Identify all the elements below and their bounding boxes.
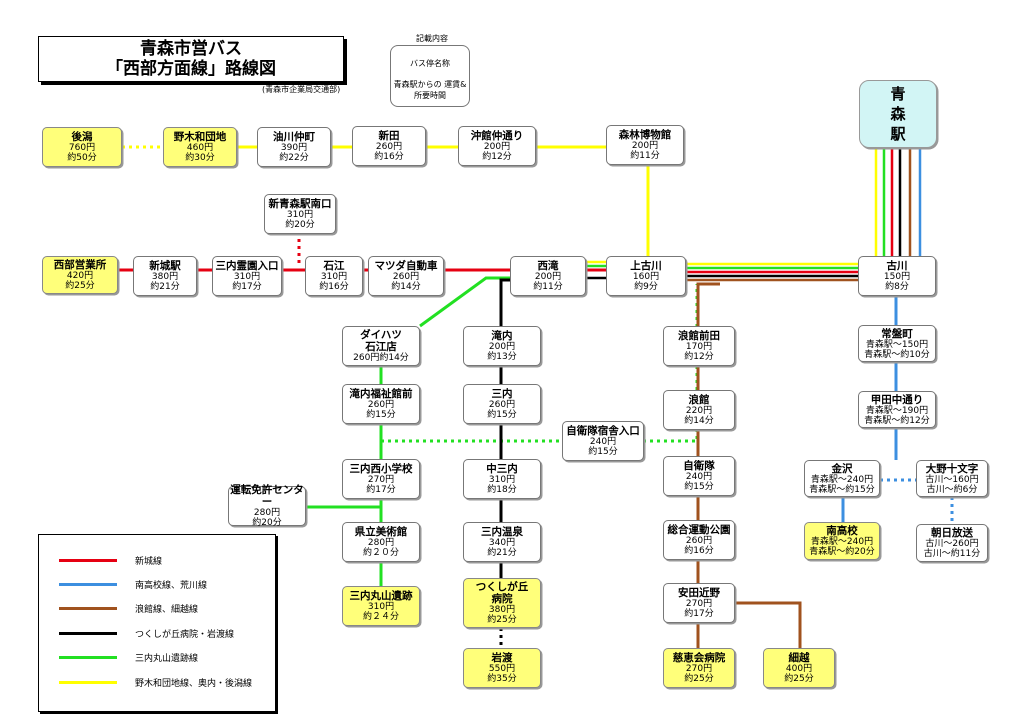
stop-ushirogata[interactable]: 後潟 760円 約50分: [42, 127, 122, 167]
stop-nogiwa-danchi[interactable]: 野木和団地 460円 約30分: [163, 127, 237, 167]
stop-minami-koko[interactable]: 南高校 青森駅～240円 青森駅～約20分: [804, 522, 880, 560]
notation-stop-name: バス停名称: [410, 59, 450, 68]
stop-shinjo[interactable]: 新城駅 380円 約21分: [133, 256, 197, 296]
stop-sannai-nishi[interactable]: 三内西小学校 270円 約17分: [342, 459, 420, 499]
publisher: (青森市企業局交通部): [262, 85, 341, 94]
stop-ishie[interactable]: 石江 310円 約16分: [305, 256, 363, 296]
legend-item: つくしが丘病院・岩渡線: [39, 626, 275, 640]
notation-heading: 記載内容: [416, 34, 448, 43]
stop-kanazawa[interactable]: 金沢 青森駅～240円 青森駅～約15分: [804, 460, 880, 497]
notation-box: バス停名称 青森駅からの 運賃&所要時間: [390, 45, 470, 107]
route-legend: 新城線 南高校線、荒川線 浪館線、細越線 つくしが丘病院・岩渡線 三内丸山遺跡線…: [38, 534, 276, 712]
stop-iwatari[interactable]: 岩渡 550円 約35分: [463, 648, 541, 688]
brown-route-line: [736, 601, 802, 648]
stop-kenritsu-bijutsukan[interactable]: 県立美術館 280円 約２０分: [342, 522, 420, 562]
map-title: 青森市営バス 「西部方面線」路線図: [38, 36, 344, 82]
stop-daihatsu[interactable]: ダイハツ 石江店 260円約14分: [342, 326, 420, 366]
stop-nakasannai[interactable]: 中三内 310円 約18分: [463, 459, 541, 499]
legend-swatch-yellow: [59, 681, 117, 684]
legend-swatch-green: [59, 656, 117, 659]
legend-item: 三内丸山遺跡線: [39, 650, 275, 664]
stop-takiuchi[interactable]: 滝内 200円 約13分: [463, 326, 541, 366]
stop-nishitaki[interactable]: 西滝 200円 約11分: [510, 256, 586, 296]
stop-sannai-maruyama[interactable]: 三内丸山遺跡 310円 約２４分: [342, 586, 420, 626]
stop-namidate[interactable]: 浪館 220円 約14分: [663, 390, 735, 430]
stop-yasuta-chikano[interactable]: 安田近野 270円 約17分: [663, 583, 735, 623]
legend-item: 新城線: [39, 553, 275, 567]
stop-kamifurukawa[interactable]: 上古川 160円 約9分: [606, 256, 686, 296]
stop-aburakawa[interactable]: 油川仲町 390円 約22分: [257, 127, 331, 167]
stop-jikeikai-byoin[interactable]: 慈恵会病院 270円 約25分: [663, 648, 735, 688]
stop-mazda[interactable]: マツダ自動車 260円 約14分: [368, 256, 444, 296]
legend-swatch-blue: [59, 583, 117, 586]
stop-furukawa[interactable]: 古川 150円 約8分: [858, 256, 936, 296]
stop-ono-jumonji[interactable]: 大野十文字 古川～160円 古川～約6分: [916, 460, 988, 497]
stop-sogo-undo-koen[interactable]: 総合運動公園 260円 約16分: [663, 520, 735, 560]
stop-takiuchi-fukushi[interactable]: 滝内福祉館前 260円 約15分: [342, 384, 420, 424]
stop-seibu-eigyosho[interactable]: 西部営業所 420円 約25分: [42, 256, 118, 294]
title-line1: 青森市営バス: [140, 39, 242, 59]
stop-unten-menkyo[interactable]: 運転免許センター 280円 約20分: [228, 484, 306, 528]
stop-hosogoe[interactable]: 細越 400円 約25分: [763, 648, 835, 688]
stop-sannai-reien[interactable]: 三内霊園入口 310円 約17分: [212, 256, 282, 296]
stop-shin-aomori[interactable]: 新青森駅南口 310円 約20分: [264, 194, 336, 234]
title-line2: 「西部方面線」路線図: [106, 59, 276, 79]
stop-tokiwa-machi[interactable]: 常盤町 青森駅～150円 青森駅～約10分: [858, 325, 936, 362]
stop-nitta[interactable]: 新田 260円 約16分: [352, 126, 426, 166]
notation-fare-time: 青森駅からの 運賃&所要時間: [393, 80, 467, 100]
legend-item: 野木和団地線、奥内・後潟線: [39, 675, 275, 689]
stop-jieitai-shukusha[interactable]: 自衛隊宿舎入口 240円 約15分: [562, 421, 644, 461]
stop-aomori-station[interactable]: 青 森 駅: [859, 80, 937, 148]
stop-shinrin[interactable]: 森林博物館 200円 約11分: [606, 125, 684, 165]
stop-jieitai[interactable]: 自衛隊 240円 約15分: [663, 456, 735, 496]
legend-item: 南高校線、荒川線: [39, 577, 275, 591]
green-route-line: [419, 276, 518, 328]
legend-swatch-red: [59, 559, 117, 562]
stop-namidate-maeda[interactable]: 浪館前田 170円 約12分: [663, 326, 735, 366]
stop-sannai[interactable]: 三内 260円 約15分: [463, 384, 541, 424]
stop-okidate[interactable]: 沖館仲通り 200円 約12分: [458, 126, 536, 166]
legend-swatch-brown: [59, 607, 117, 610]
stop-koudachu-dori[interactable]: 甲田中通り 青森駅～190円 青森駅～約12分: [858, 391, 936, 428]
stop-asahi-hoso[interactable]: 朝日放送 古川～260円 古川～約11分: [916, 524, 988, 562]
stop-sannai-onsen[interactable]: 三内温泉 340円 約21分: [463, 522, 541, 562]
stop-tsukushigaoka[interactable]: つくしが丘 病院 380円 約25分: [463, 578, 541, 628]
legend-swatch-black: [59, 632, 117, 635]
legend-item: 浪館線、細越線: [39, 601, 275, 615]
